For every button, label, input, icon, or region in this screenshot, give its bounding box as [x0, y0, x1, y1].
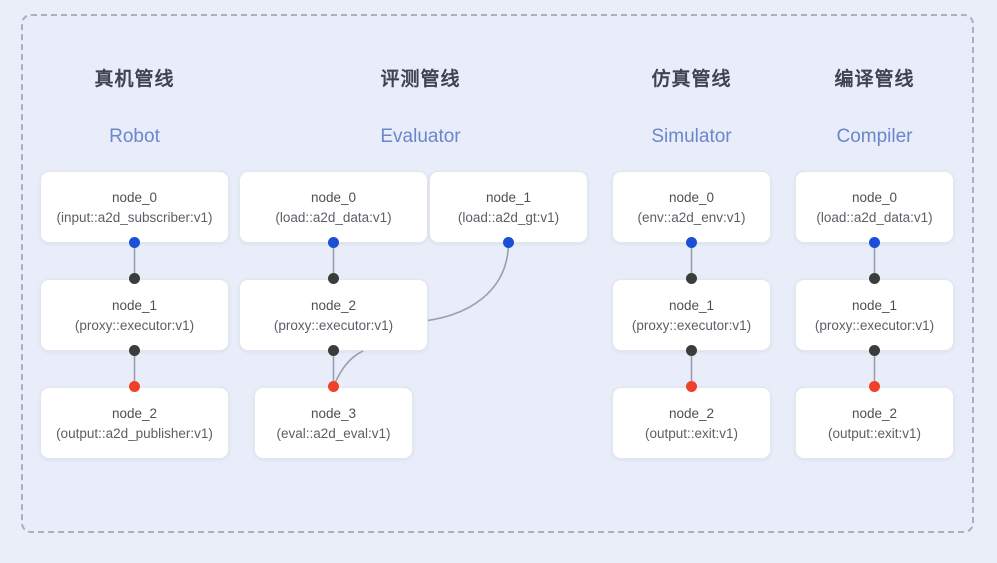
node-subtitle: (input::a2d_subscriber:v1): [56, 209, 213, 225]
port-output-eval-node-1[interactable]: [503, 237, 514, 248]
node-title: node_0: [851, 189, 898, 205]
node-subtitle: (load::a2d_gt:v1): [457, 209, 560, 225]
node-subtitle: (load::a2d_data:v1): [275, 209, 392, 225]
port-input-comp-node-2[interactable]: [869, 381, 880, 392]
node-comp-node-0[interactable]: node_0 (load::a2d_data:v1): [795, 171, 954, 243]
column-title-cn-evaluator: 评测管线: [380, 69, 461, 90]
port-input-sim-node-2[interactable]: [686, 381, 697, 392]
node-robot-node-0[interactable]: node_0 (input::a2d_subscriber:v1): [40, 171, 229, 243]
node-robot-node-1[interactable]: node_1 (proxy::executor:v1): [40, 279, 229, 351]
node-subtitle: (proxy::executor:v1): [273, 317, 394, 333]
node-title: node_3: [310, 405, 357, 421]
node-subtitle: (output::a2d_publisher:v1): [56, 425, 213, 441]
node-eval-node-0[interactable]: node_0 (load::a2d_data:v1): [239, 171, 428, 243]
port-input-robot-node-2[interactable]: [129, 381, 140, 392]
port-output-robot-node-1[interactable]: [129, 345, 140, 356]
node-subtitle: (output::exit:v1): [827, 425, 922, 441]
node-title: node_2: [851, 405, 898, 421]
port-input-eval-node-3[interactable]: [328, 381, 339, 392]
node-subtitle: (proxy::executor:v1): [74, 317, 195, 333]
port-input-sim-node-1[interactable]: [686, 273, 697, 284]
port-input-comp-node-1[interactable]: [869, 273, 880, 284]
port-output-comp-node-0[interactable]: [869, 237, 880, 248]
node-title: node_1: [668, 297, 715, 313]
port-input-eval-node-2[interactable]: [328, 273, 339, 284]
column-title-en-evaluator: Evaluator: [380, 126, 461, 147]
node-title: node_2: [668, 405, 715, 421]
node-title: node_1: [851, 297, 898, 313]
node-title: node_2: [111, 405, 158, 421]
column-title-en-simulator: Simulator: [651, 126, 732, 147]
port-output-robot-node-0[interactable]: [129, 237, 140, 248]
column-title-cn-robot: 真机管线: [94, 69, 175, 90]
node-title: node_1: [485, 189, 532, 205]
node-subtitle: (eval::a2d_eval:v1): [276, 425, 391, 441]
node-subtitle: (proxy::executor:v1): [631, 317, 752, 333]
node-eval-node-2[interactable]: node_2 (proxy::executor:v1): [239, 279, 428, 351]
node-eval-node-1[interactable]: node_1 (load::a2d_gt:v1): [429, 171, 588, 243]
node-title: node_1: [111, 297, 158, 313]
port-output-sim-node-0[interactable]: [686, 237, 697, 248]
port-output-eval-node-2[interactable]: [328, 345, 339, 356]
column-title-cn-compiler: 编译管线: [834, 69, 915, 90]
column-title-en-robot: Robot: [109, 126, 160, 147]
port-input-robot-node-1[interactable]: [129, 273, 140, 284]
node-title: node_0: [668, 189, 715, 205]
node-subtitle: (load::a2d_data:v1): [816, 209, 933, 225]
node-title: node_2: [310, 297, 357, 313]
node-subtitle: (output::exit:v1): [644, 425, 739, 441]
node-title: node_0: [111, 189, 158, 205]
port-output-eval-node-0[interactable]: [328, 237, 339, 248]
port-output-sim-node-1[interactable]: [686, 345, 697, 356]
node-eval-node-3[interactable]: node_3 (eval::a2d_eval:v1): [254, 387, 413, 459]
node-subtitle: (proxy::executor:v1): [814, 317, 935, 333]
node-sim-node-0[interactable]: node_0 (env::a2d_env:v1): [612, 171, 771, 243]
column-title-cn-simulator: 仿真管线: [651, 69, 732, 90]
node-sim-node-2[interactable]: node_2 (output::exit:v1): [612, 387, 771, 459]
port-output-comp-node-1[interactable]: [869, 345, 880, 356]
node-robot-node-2[interactable]: node_2 (output::a2d_publisher:v1): [40, 387, 229, 459]
node-title: node_0: [310, 189, 357, 205]
node-subtitle: (env::a2d_env:v1): [637, 209, 746, 225]
node-sim-node-1[interactable]: node_1 (proxy::executor:v1): [612, 279, 771, 351]
column-title-en-compiler: Compiler: [836, 126, 913, 147]
node-comp-node-2[interactable]: node_2 (output::exit:v1): [795, 387, 954, 459]
node-comp-node-1[interactable]: node_1 (proxy::executor:v1): [795, 279, 954, 351]
